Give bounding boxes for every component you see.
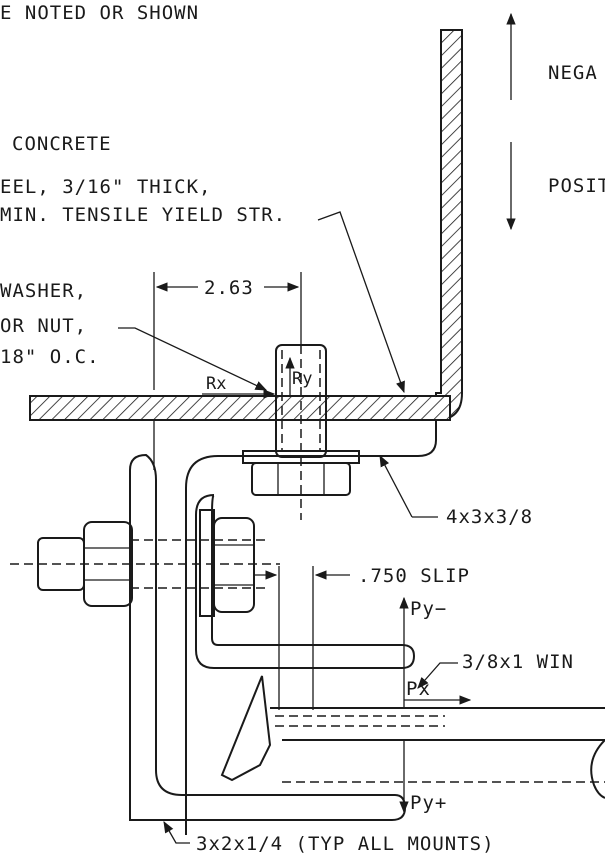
rx-label: Rx [206, 374, 226, 394]
ry-label: Ry [292, 369, 312, 389]
wing-label: 3/8x1 WIN [462, 651, 574, 673]
horizontal-concrete-slab-plate [29, 395, 451, 421]
leader-lower-angle [163, 820, 190, 844]
note-line-3: EEL, 3/16" THICK, [0, 176, 211, 198]
leader-washer-note [118, 327, 268, 391]
py-minus-label: Py− [410, 598, 447, 620]
horizontal-bolt-nut-right [213, 517, 255, 613]
lower-angle-label: 3x2x1/4 (TYP ALL MOUNTS) [196, 833, 495, 855]
note-line-1: E NOTED OR SHOWN [0, 2, 199, 24]
upper-angle-bracket [185, 420, 437, 835]
wing-plate-tip [220, 675, 272, 782]
wing-rail-end-circle [590, 739, 605, 799]
leader-upper-angle-diag [379, 454, 413, 518]
leader-wing [417, 662, 458, 689]
slotted-clip-plate [195, 494, 416, 669]
vertical-steel-plate [435, 29, 463, 422]
note-line-4: MIN. TENSILE YIELD STR. [0, 204, 286, 226]
note-line-5: WASHER, [0, 280, 87, 302]
slip-label: .750 SLIP [358, 565, 470, 587]
dimension-spacing-value: 2.63 [204, 277, 254, 299]
upper-angle-label: 4x3x3/8 [446, 506, 533, 528]
negative-label: NEGA [548, 62, 598, 84]
note-line-2: CONCRETE [12, 133, 112, 155]
leader-steel-note [317, 211, 405, 394]
upper-bolt-nut [251, 462, 351, 496]
px-label: Px [406, 678, 431, 700]
positive-label: POSIT [548, 175, 605, 197]
py-plus-label: Py+ [410, 792, 447, 814]
note-line-6: OR NUT, [0, 315, 87, 337]
lower-angle-bracket [129, 453, 407, 821]
note-line-7: 18" O.C. [0, 346, 100, 368]
